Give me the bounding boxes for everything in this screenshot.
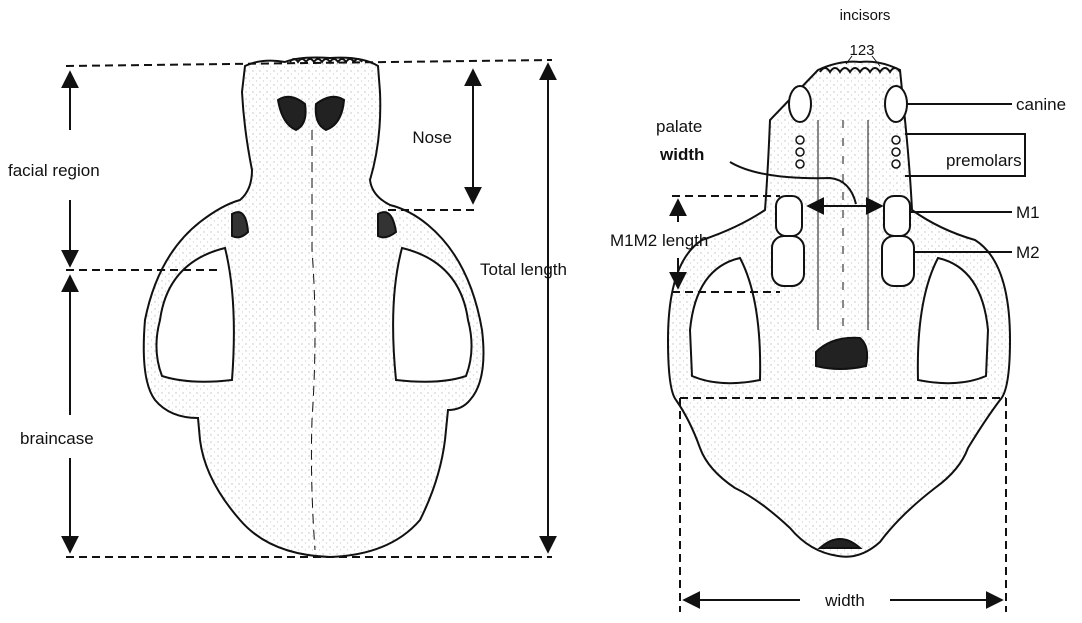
ventral-m1-left bbox=[776, 196, 802, 236]
label-incisors: incisors bbox=[840, 7, 891, 24]
ventral-canine-right bbox=[885, 86, 907, 122]
label-width: width bbox=[824, 591, 865, 610]
ventral-m2-right bbox=[882, 236, 914, 286]
label-m2: M2 bbox=[1016, 243, 1040, 262]
ventral-m1-right bbox=[884, 196, 910, 236]
label-total-length: Total length bbox=[480, 260, 567, 279]
label-braincase: braincase bbox=[20, 429, 94, 448]
label-m1m2-length: M1M2 length bbox=[610, 231, 708, 250]
label-palate: palate bbox=[656, 117, 702, 136]
label-incisor-numbers: 123 bbox=[849, 42, 874, 59]
ventral-canine-left bbox=[789, 86, 811, 122]
label-nose: Nose bbox=[412, 128, 452, 147]
ventral-m2-left bbox=[772, 236, 804, 286]
label-canine: canine bbox=[1016, 95, 1066, 114]
label-palate-width: width bbox=[659, 145, 704, 164]
label-facial-region: facial region bbox=[8, 161, 100, 180]
ventral-skull bbox=[668, 62, 1010, 557]
label-m1: M1 bbox=[1016, 203, 1040, 222]
label-premolars: premolars bbox=[946, 151, 1022, 170]
